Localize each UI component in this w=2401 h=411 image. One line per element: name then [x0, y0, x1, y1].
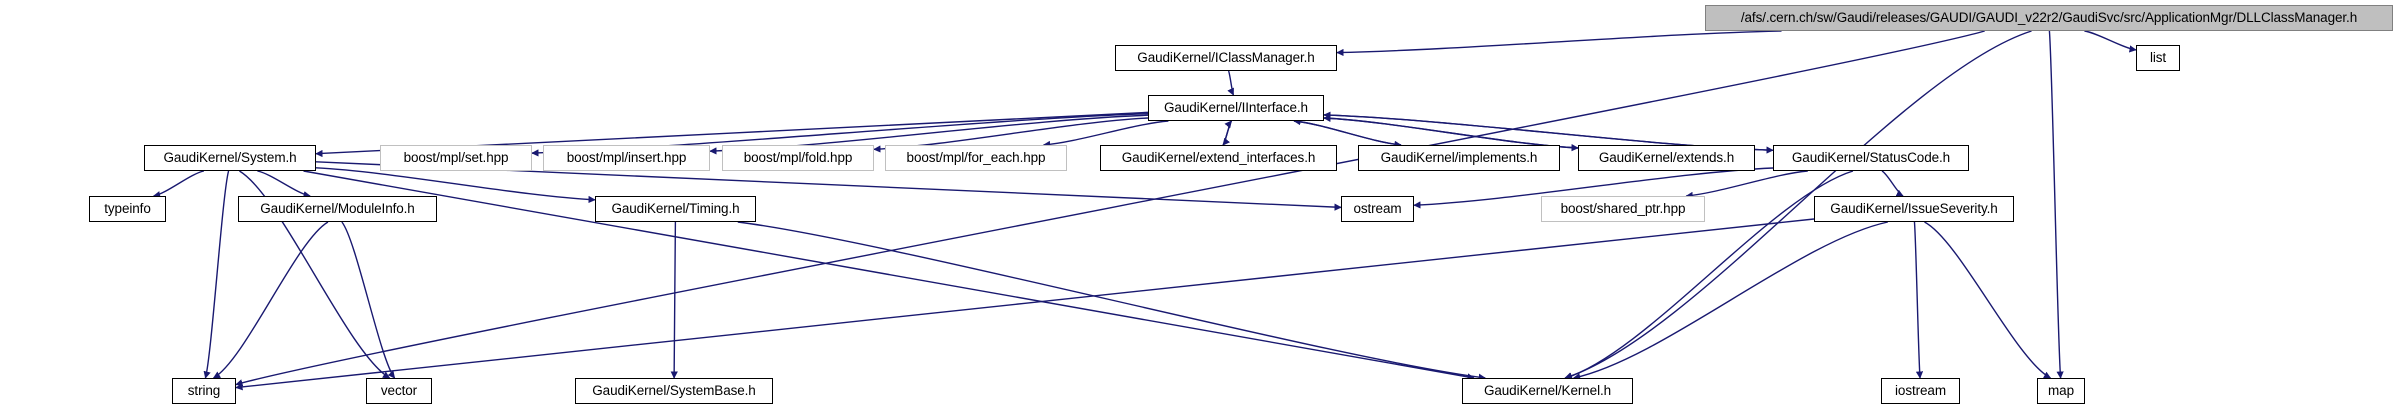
- graph-edge-timing-to-systembase: [670, 221, 678, 379]
- graph-edge-system-to-string: [203, 170, 230, 379]
- graph-node-label: boost/mpl/for_each.hpp: [906, 150, 1046, 166]
- graph-edge-root-to-list: [2084, 30, 2137, 53]
- graph-node-label: map: [2048, 383, 2074, 399]
- graph-node-label: boost/mpl/set.hpp: [403, 150, 509, 166]
- graph-node-string[interactable]: string: [172, 378, 236, 404]
- graph-node-mplset[interactable]: boost/mpl/set.hpp: [380, 145, 532, 171]
- graph-edge-timing-to-kernel: [737, 221, 1486, 381]
- graph-edge-extendinterfaces-to-iinterface: [1222, 120, 1233, 146]
- graph-node-label: GaudiKernel/extends.h: [1598, 150, 1735, 166]
- graph-node-label: GaudiKernel/IssueSeverity.h: [1830, 201, 1998, 217]
- graph-edge-system-to-timing: [315, 167, 596, 204]
- graph-edge-system-to-kernel: [303, 170, 1475, 381]
- graph-node-label: ostream: [1353, 201, 1402, 217]
- graph-node-map[interactable]: map: [2037, 378, 2085, 404]
- graph-node-label: boost/mpl/fold.hpp: [743, 150, 853, 166]
- graph-node-list[interactable]: list: [2136, 45, 2180, 71]
- graph-edge-iinterface-to-mplforeach: [1042, 120, 1169, 149]
- graph-node-label: /afs/.cern.ch/sw/Gaudi/releases/GAUDI/GA…: [1740, 10, 2358, 26]
- graph-node-label: GaudiKernel/SystemBase.h: [592, 383, 756, 399]
- graph-node-system[interactable]: GaudiKernel/System.h: [144, 145, 316, 171]
- graph-node-label: iostream: [1895, 383, 1946, 399]
- graph-node-label: GaudiKernel/Kernel.h: [1483, 383, 1612, 399]
- graph-node-label: GaudiKernel/IInterface.h: [1164, 100, 1308, 116]
- graph-edge-moduleinfo-to-vector: [341, 221, 396, 379]
- graph-node-sharedptr[interactable]: boost/shared_ptr.hpp: [1541, 196, 1705, 222]
- graph-edge-moduleinfo-to-string: [212, 221, 329, 379]
- graph-node-iinterface[interactable]: GaudiKernel/IInterface.h: [1148, 95, 1324, 121]
- graph-edge-system-to-moduleinfo: [257, 170, 311, 199]
- graph-edge-issueseverity-to-iostream: [1913, 221, 1924, 379]
- graph-edge-iinterface-to-extends: [1323, 117, 1579, 152]
- graph-node-extends[interactable]: GaudiKernel/extends.h: [1578, 145, 1755, 171]
- graph-edge-statuscode-to-issueseverity: [1881, 170, 1904, 197]
- graph-node-mplforeach[interactable]: boost/mpl/for_each.hpp: [885, 145, 1067, 171]
- graph-node-timing[interactable]: GaudiKernel/Timing.h: [595, 196, 756, 222]
- graph-node-label: typeinfo: [104, 201, 151, 217]
- graph-node-issueseverity[interactable]: GaudiKernel/IssueSeverity.h: [1814, 196, 2014, 222]
- graph-node-typeinfo[interactable]: typeinfo: [89, 196, 166, 222]
- graph-node-mplinsert[interactable]: boost/mpl/insert.hpp: [543, 145, 710, 171]
- graph-node-statuscode[interactable]: GaudiKernel/StatusCode.h: [1773, 145, 1969, 171]
- graph-edge-iinterface-to-extendinterfaces: [1222, 120, 1233, 146]
- graph-node-systembase[interactable]: GaudiKernel/SystemBase.h: [575, 378, 773, 404]
- graph-node-label: boost/shared_ptr.hpp: [1560, 201, 1686, 217]
- graph-edge-implements-to-iinterface: [1293, 118, 1402, 146]
- graph-edge-iinterface-to-implements: [1293, 120, 1402, 148]
- graph-node-label: GaudiKernel/System.h: [163, 150, 297, 166]
- graph-edge-system-to-typeinfo: [152, 170, 205, 199]
- graph-node-label: GaudiKernel/ModuleInfo.h: [260, 201, 415, 217]
- graph-node-extendinterfaces[interactable]: GaudiKernel/extend_interfaces.h: [1100, 145, 1337, 171]
- graph-node-ostream[interactable]: ostream: [1341, 196, 1414, 222]
- graph-edge-issueseverity-to-kernel: [1572, 221, 1888, 381]
- graph-node-label: vector: [380, 383, 418, 399]
- graph-node-label: list: [2149, 50, 2167, 66]
- graph-node-mplfold[interactable]: boost/mpl/fold.hpp: [722, 145, 874, 171]
- graph-node-vector[interactable]: vector: [366, 378, 432, 404]
- graph-edge-issueseverity-to-map: [1924, 221, 2052, 379]
- graph-edge-issueseverity-to-string: [235, 218, 1815, 391]
- graph-node-label: GaudiKernel/implements.h: [1380, 150, 1538, 166]
- graph-node-moduleinfo[interactable]: GaudiKernel/ModuleInfo.h: [238, 196, 437, 222]
- graph-edge-extends-to-iinterface: [1323, 114, 1579, 149]
- graph-edge-statuscode-to-sharedptr: [1685, 170, 1808, 200]
- graph-node-label: string: [187, 383, 221, 399]
- graph-node-label: boost/mpl/insert.hpp: [566, 150, 687, 166]
- graph-node-implements[interactable]: GaudiKernel/implements.h: [1358, 145, 1560, 171]
- graph-node-iclassmanager[interactable]: GaudiKernel/IClassManager.h: [1115, 45, 1337, 71]
- graph-node-label: GaudiKernel/StatusCode.h: [1791, 150, 1951, 166]
- graph-node-label: GaudiKernel/extend_interfaces.h: [1121, 150, 1316, 166]
- graph-node-iostream[interactable]: iostream: [1881, 378, 1960, 404]
- graph-edge-root-to-iclassmanager: [1336, 30, 1782, 57]
- graph-node-kernel[interactable]: GaudiKernel/Kernel.h: [1462, 378, 1633, 404]
- graph-edge-root-to-string: [235, 30, 1985, 387]
- graph-node-root[interactable]: /afs/.cern.ch/sw/Gaudi/releases/GAUDI/GA…: [1705, 5, 2393, 31]
- graph-node-label: GaudiKernel/IClassManager.h: [1137, 50, 1315, 66]
- graph-node-label: GaudiKernel/Timing.h: [611, 201, 740, 217]
- graph-edge-iclassmanager-to-iinterface: [1227, 70, 1235, 96]
- graph-edge-root-to-map: [2048, 30, 2064, 379]
